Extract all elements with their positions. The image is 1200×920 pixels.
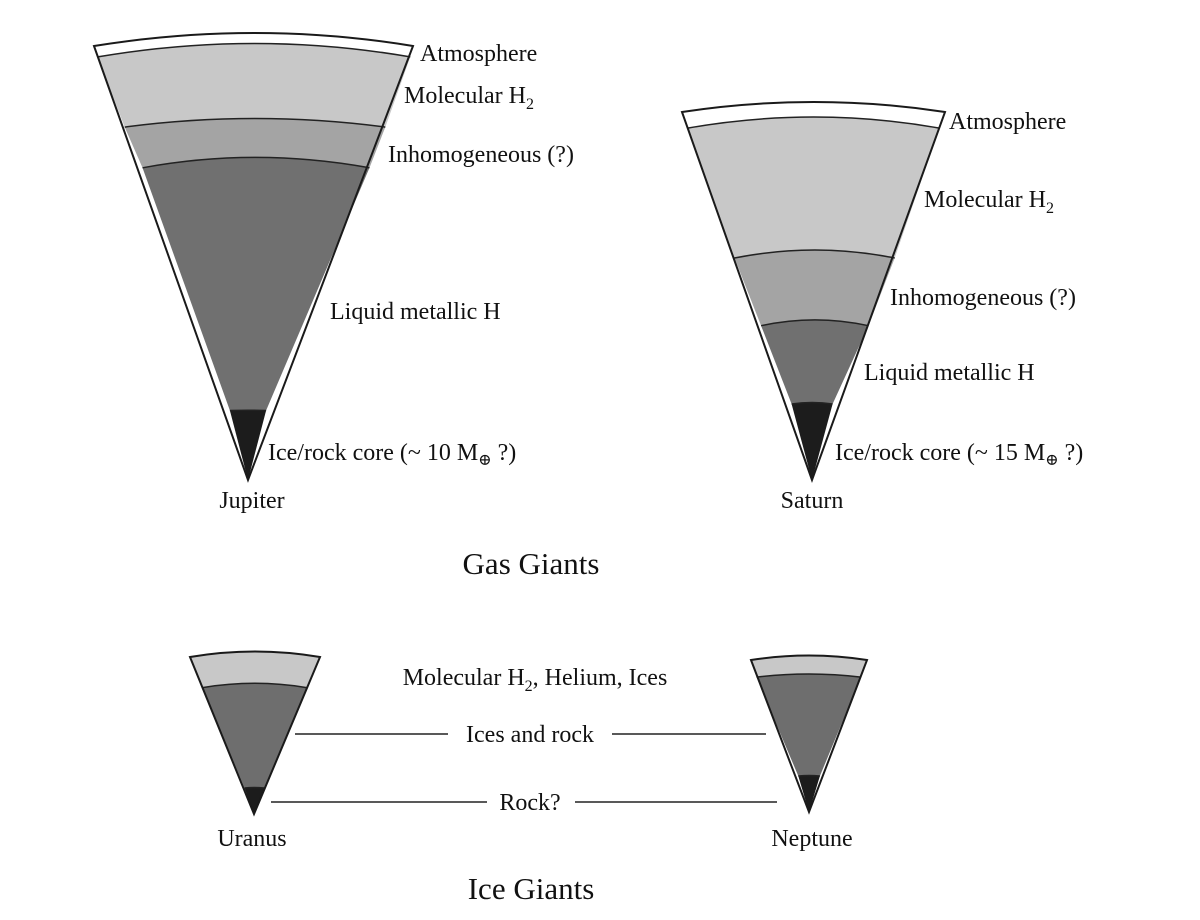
saturn-molecular-layer [687, 117, 940, 258]
jupiter-atmosphere-layer [94, 33, 413, 57]
neptune-rock-layer [798, 775, 820, 812]
ices-rock-label: Ices and rock [466, 722, 594, 748]
saturn-core-label: Ice/rock core (~ 15 M⊕ ?) [835, 440, 1083, 469]
saturn-atmosphere-layer [682, 102, 945, 129]
jupiter-labels: Atmosphere Molecular H2 Inhomogeneous (?… [219, 41, 574, 514]
saturn-metallic-layer [761, 319, 869, 404]
ice-giants-heading: Ice Giants [468, 871, 595, 906]
ice-giant-envelope-label: Molecular H2, Helium, Ices [403, 665, 668, 695]
saturn-metallic-label: Liquid metallic H [864, 360, 1035, 386]
ice-giant-labels: Molecular H2, Helium, Ices Ices and rock… [217, 665, 852, 852]
jupiter-inhomogeneous-layer [124, 118, 386, 168]
uranus-name: Uranus [217, 826, 286, 852]
saturn-molecular-label: Molecular H2 [924, 187, 1054, 217]
neptune-outline [749, 654, 869, 815]
jupiter-outline [92, 32, 415, 483]
saturn-outline [680, 101, 947, 483]
saturn-core-layer [791, 402, 833, 480]
neptune-envelope-layer [751, 655, 867, 678]
uranus-outline [188, 650, 322, 817]
neptune-ices-rock-layer [756, 674, 861, 776]
neptune-wedge [749, 654, 869, 815]
earth-mass-symbol: ⊕ [478, 452, 491, 469]
jupiter-metallic-layer [142, 157, 370, 411]
jupiter-core-label: Ice/rock core (~ 10 M⊕ ?) [268, 440, 516, 469]
jupiter-molecular-layer [97, 43, 411, 128]
uranus-rock-layer [244, 787, 265, 814]
earth-mass-symbol: ⊕ [1045, 452, 1058, 469]
jupiter-molecular-label: Molecular H2 [404, 83, 534, 113]
neptune-name: Neptune [771, 826, 852, 852]
saturn-labels: Atmosphere Molecular H2 Inhomogeneous (?… [781, 109, 1084, 514]
jupiter-atmosphere-label: Atmosphere [420, 41, 537, 67]
jupiter-core-layer [229, 410, 267, 480]
rock-label: Rock? [499, 790, 560, 816]
uranus-wedge [188, 650, 322, 817]
uranus-envelope-layer [190, 651, 320, 688]
uranus-ices-rock-layer [202, 683, 307, 788]
gas-giants-heading: Gas Giants [463, 546, 600, 581]
saturn-name: Saturn [781, 488, 844, 514]
jupiter-wedge [92, 32, 415, 483]
jupiter-inhomogeneous-label: Inhomogeneous (?) [388, 142, 574, 168]
saturn-inhomogeneous-layer [734, 250, 895, 326]
saturn-wedge [680, 101, 947, 483]
jupiter-name: Jupiter [219, 488, 284, 514]
saturn-inhomogeneous-label: Inhomogeneous (?) [890, 285, 1076, 311]
jupiter-metallic-label: Liquid metallic H [330, 299, 501, 325]
saturn-atmosphere-label: Atmosphere [949, 109, 1066, 135]
